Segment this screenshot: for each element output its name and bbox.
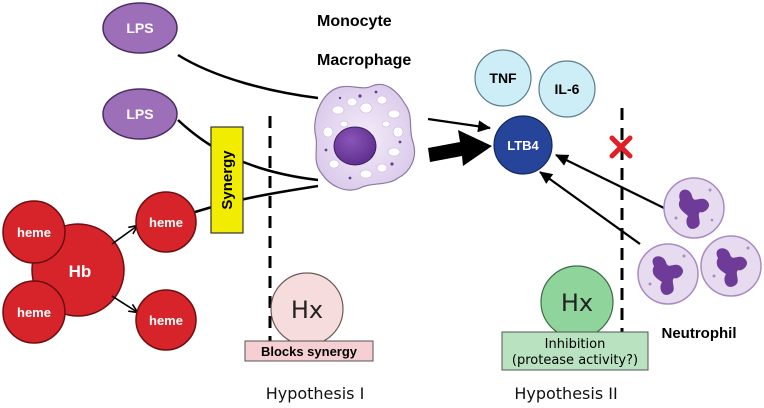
synergy-label: Synergy (219, 150, 236, 210)
hemoglobin-cluster: Hb heme heme (2, 200, 125, 344)
hypothesis2-label: Hypothesis II (514, 384, 617, 403)
lps-top-link (177, 53, 319, 100)
neutrophil-label: Neutrophil (662, 325, 737, 342)
ltb4-label: LTB4 (507, 138, 539, 153)
hx-label-left: Hx (291, 296, 323, 324)
il6-label: IL-6 (555, 81, 580, 97)
red-x-icon (609, 135, 633, 159)
synergy-box: Synergy (210, 126, 244, 234)
heme-node-hb-bottom (2, 280, 66, 344)
neutrophil-cell-icon (637, 177, 762, 305)
monocyte-label: Monocyte (317, 13, 392, 30)
neutrophil-cell-right (700, 235, 762, 297)
lps-node-top: LPS (102, 2, 178, 54)
hx-node-left: Hx (270, 272, 344, 346)
heme-node-hb-top (2, 200, 66, 264)
lps-label-bottom: LPS (126, 106, 153, 122)
macrophage-label: Macrophage (317, 52, 411, 69)
heme-node-free-top: heme (135, 191, 197, 253)
macrophage-nucleus (333, 126, 377, 166)
neutrophil-to-ltb4-arrow-top (555, 154, 665, 209)
hx-node-right: Hx (540, 265, 614, 339)
neutrophil-cell-left (637, 243, 699, 305)
macrophage-to-ltb4-thin-arrow (427, 117, 491, 133)
heme-label-free-bottom: heme (149, 313, 183, 328)
tnf-label: TNF (489, 70, 517, 86)
tnf-node: TNF (474, 49, 532, 107)
neutrophil-cell-top (663, 177, 725, 239)
ltb4-node: LTB4 (493, 115, 553, 175)
hx-label-right: Hx (561, 289, 593, 317)
hb-to-heme-arrow-bottom (111, 295, 137, 312)
neutrophil-to-ltb4-arrow-bottom (539, 171, 641, 245)
heme-node-free-bottom: heme (135, 289, 197, 351)
lps-bottom-link (177, 119, 319, 182)
hb-label: Hb (69, 262, 92, 281)
il6-node: IL-6 (538, 60, 596, 118)
inhibition-label-line2: (protease activity?) (512, 353, 638, 368)
inhibition-box: Inhibition (protease activity?) (501, 331, 649, 371)
heme-link (194, 184, 319, 214)
heme-label-hb-bottom: heme (17, 305, 51, 320)
hb-to-heme-arrow-top (111, 226, 137, 245)
hypothesis1-label: Hypothesis I (266, 384, 365, 403)
blocks-synergy-box: Blocks synergy (244, 340, 374, 362)
blocks-synergy-label: Blocks synergy (261, 344, 358, 359)
macrophage-to-ltb4-bold-arrow (428, 130, 492, 166)
macrophage-cell-icon (314, 83, 416, 191)
lps-node-bottom: LPS (102, 88, 178, 140)
inhibition-label-line1: Inhibition (545, 337, 606, 352)
lps-label-top: LPS (126, 20, 153, 36)
heme-label-free-top: heme (149, 215, 183, 230)
heme-label-hb-top: heme (17, 225, 51, 240)
